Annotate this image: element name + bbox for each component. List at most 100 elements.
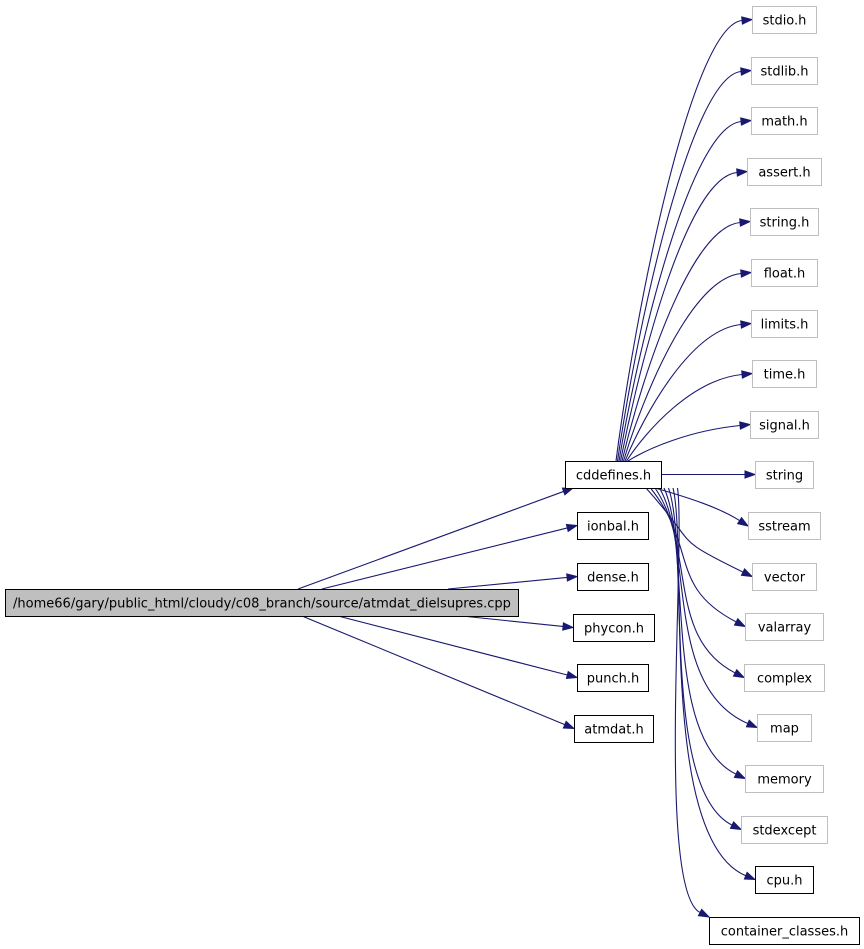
node-complex-box xyxy=(744,664,825,692)
node-memory[interactable]: memory xyxy=(745,765,824,793)
edge-root-to-dense-h xyxy=(447,573,579,590)
node-atmdat-h[interactable]: atmdat.h xyxy=(574,715,654,743)
node-container_classes-h[interactable]: container_classes.h xyxy=(709,917,860,945)
node-stdio-h-label: stdio.h xyxy=(763,14,807,29)
node-valarray-label: valarray xyxy=(758,621,812,636)
node-cpu-h[interactable]: cpu.h xyxy=(755,866,814,894)
edge-cddefines-to-assert-h xyxy=(619,168,749,462)
nodes-layer: /home66/gary/public_html/cloudy/c08_bran… xyxy=(5,6,860,945)
node-string[interactable]: string xyxy=(755,461,814,489)
node-phycon-h-label: phycon.h xyxy=(584,622,644,637)
root-file-node[interactable]: /home66/gary/public_html/cloudy/c08_bran… xyxy=(5,589,519,617)
node-limits-h-label: limits.h xyxy=(761,318,809,333)
node-valarray-box xyxy=(745,613,824,641)
edge-cddefines-to-complex xyxy=(654,487,746,679)
node-time-h-label: time.h xyxy=(764,368,806,383)
node-memory-box xyxy=(745,765,824,793)
edge-root-to-atmdat-h xyxy=(301,615,576,730)
node-memory-label: memory xyxy=(757,773,812,788)
edge-root-to-punch-h xyxy=(337,615,579,680)
node-assert-h-label: assert.h xyxy=(758,166,810,181)
node-stdio-h-box xyxy=(752,6,817,34)
node-dense-h-box xyxy=(577,563,649,591)
node-cddefines-h-box xyxy=(565,461,662,489)
node-time-h[interactable]: time.h xyxy=(752,360,817,388)
node-string-h-box xyxy=(750,208,819,236)
node-math-h[interactable]: math.h xyxy=(751,107,818,135)
edges-layer xyxy=(297,16,759,918)
node-vector-box xyxy=(752,563,817,591)
node-stdexcept-label: stdexcept xyxy=(753,824,817,839)
node-cddefines-h[interactable]: cddefines.h xyxy=(565,461,662,489)
edge-cddefines-to-vector xyxy=(645,487,754,578)
node-punch-h[interactable]: punch.h xyxy=(577,664,649,692)
node-atmdat-h-box xyxy=(574,715,654,743)
edge-cddefines-to-cpu-h xyxy=(672,487,757,881)
node-complex[interactable]: complex xyxy=(744,664,825,692)
node-map-label: map xyxy=(770,722,799,737)
node-phycon-h-box xyxy=(573,614,655,642)
node-string-h-label: string.h xyxy=(760,216,810,231)
node-phycon-h[interactable]: phycon.h xyxy=(573,614,655,642)
edge-cddefines-to-map xyxy=(659,487,759,729)
node-stdexcept-box xyxy=(741,816,828,844)
edge-root-to-phycon-h xyxy=(461,615,575,631)
node-math-h-label: math.h xyxy=(761,115,807,130)
node-ionbal-h-label: ionbal.h xyxy=(587,520,639,535)
edge-cddefines-to-float-h xyxy=(622,269,753,462)
node-punch-h-label: punch.h xyxy=(587,672,640,687)
node-signal-h[interactable]: signal.h xyxy=(750,411,819,439)
edge-cddefines-to-signal-h xyxy=(627,421,752,462)
node-limits-h[interactable]: limits.h xyxy=(751,310,818,338)
node-valarray[interactable]: valarray xyxy=(745,613,824,641)
node-ionbal-h[interactable]: ionbal.h xyxy=(577,512,649,540)
node-stdlib-h[interactable]: stdlib.h xyxy=(751,57,818,85)
node-signal-h-label: signal.h xyxy=(759,419,810,434)
node-string-label: string xyxy=(766,469,803,484)
node-cddefines-h-label: cddefines.h xyxy=(576,469,651,484)
node-float-h[interactable]: float.h xyxy=(751,259,818,287)
node-vector[interactable]: vector xyxy=(752,563,817,591)
node-assert-h[interactable]: assert.h xyxy=(747,158,822,186)
node-complex-label: complex xyxy=(757,672,812,687)
node-signal-h-box xyxy=(750,411,819,439)
node-sstream-label: sstream xyxy=(758,520,810,535)
node-float-h-box xyxy=(751,259,818,287)
node-cpu-h-label: cpu.h xyxy=(766,874,802,889)
node-math-h-box xyxy=(751,107,818,135)
edge-cddefines-to-math-h xyxy=(618,117,753,462)
edge-cddefines-to-memory xyxy=(663,487,747,780)
root-file-node-box xyxy=(5,589,519,617)
node-dense-h-label: dense.h xyxy=(587,571,639,586)
edge-cddefines-to-string xyxy=(661,470,757,479)
node-stdlib-h-box xyxy=(751,57,818,85)
edge-cddefines-to-valarray xyxy=(650,487,747,628)
node-limits-h-box xyxy=(751,310,818,338)
node-map[interactable]: map xyxy=(757,714,812,742)
edge-root-to-cddefines-h xyxy=(297,487,575,590)
edge-cddefines-to-sstream xyxy=(654,487,750,527)
node-stdlib-h-label: stdlib.h xyxy=(761,65,809,80)
node-ionbal-h-box xyxy=(577,512,649,540)
node-string-box xyxy=(755,461,814,489)
node-container_classes-h-label: container_classes.h xyxy=(721,925,849,940)
node-punch-h-box xyxy=(577,664,649,692)
node-vector-label: vector xyxy=(764,571,806,586)
edge-cddefines-to-limits-h xyxy=(624,320,753,462)
node-string-h[interactable]: string.h xyxy=(750,208,819,236)
edge-cddefines-to-stdio-h xyxy=(615,16,754,462)
node-map-box xyxy=(757,714,812,742)
node-cpu-h-box xyxy=(755,866,814,894)
edge-cddefines-to-container_classes-h xyxy=(674,487,711,918)
node-stdexcept[interactable]: stdexcept xyxy=(741,816,828,844)
node-stdio-h[interactable]: stdio.h xyxy=(752,6,817,34)
node-sstream-box xyxy=(748,512,821,540)
node-atmdat-h-label: atmdat.h xyxy=(584,723,643,738)
node-dense-h[interactable]: dense.h xyxy=(577,563,649,591)
node-float-h-label: float.h xyxy=(764,267,806,282)
node-time-h-box xyxy=(752,360,817,388)
node-sstream[interactable]: sstream xyxy=(748,512,821,540)
edge-cddefines-to-stdlib-h xyxy=(616,67,753,462)
edge-cddefines-to-string-h xyxy=(621,218,752,462)
